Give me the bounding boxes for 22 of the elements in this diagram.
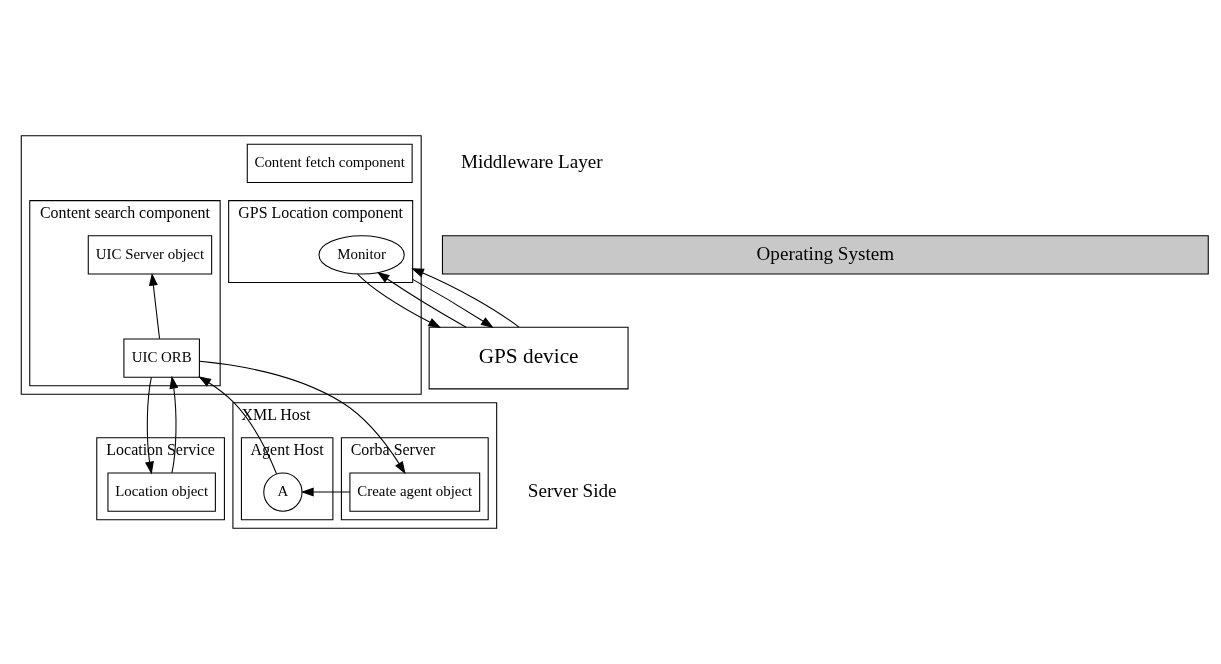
arrow bbox=[169, 375, 179, 474]
node-box: Create agent object bbox=[349, 472, 481, 512]
arrow bbox=[145, 376, 154, 475]
arrow bbox=[148, 272, 161, 340]
node-box: Operating System bbox=[441, 235, 1209, 275]
arrow bbox=[411, 268, 520, 328]
label: Server Side bbox=[527, 479, 617, 501]
node-box: UIC ORB bbox=[123, 338, 200, 378]
node-box: Location object bbox=[107, 472, 216, 512]
node-box: Content fetch component bbox=[246, 143, 413, 184]
arrow bbox=[357, 273, 442, 328]
arrow bbox=[300, 487, 351, 497]
label: Middleware Layer bbox=[460, 151, 603, 173]
arrow bbox=[376, 271, 467, 328]
node-box: GPS device bbox=[428, 326, 629, 390]
node-ellipse: Monitor bbox=[318, 235, 405, 275]
node-box: UIC Server object bbox=[87, 235, 213, 275]
arrow bbox=[412, 278, 494, 328]
node-circle: A bbox=[263, 472, 303, 512]
cluster bbox=[20, 135, 422, 395]
arrow bbox=[198, 376, 278, 475]
arrow bbox=[199, 360, 406, 475]
